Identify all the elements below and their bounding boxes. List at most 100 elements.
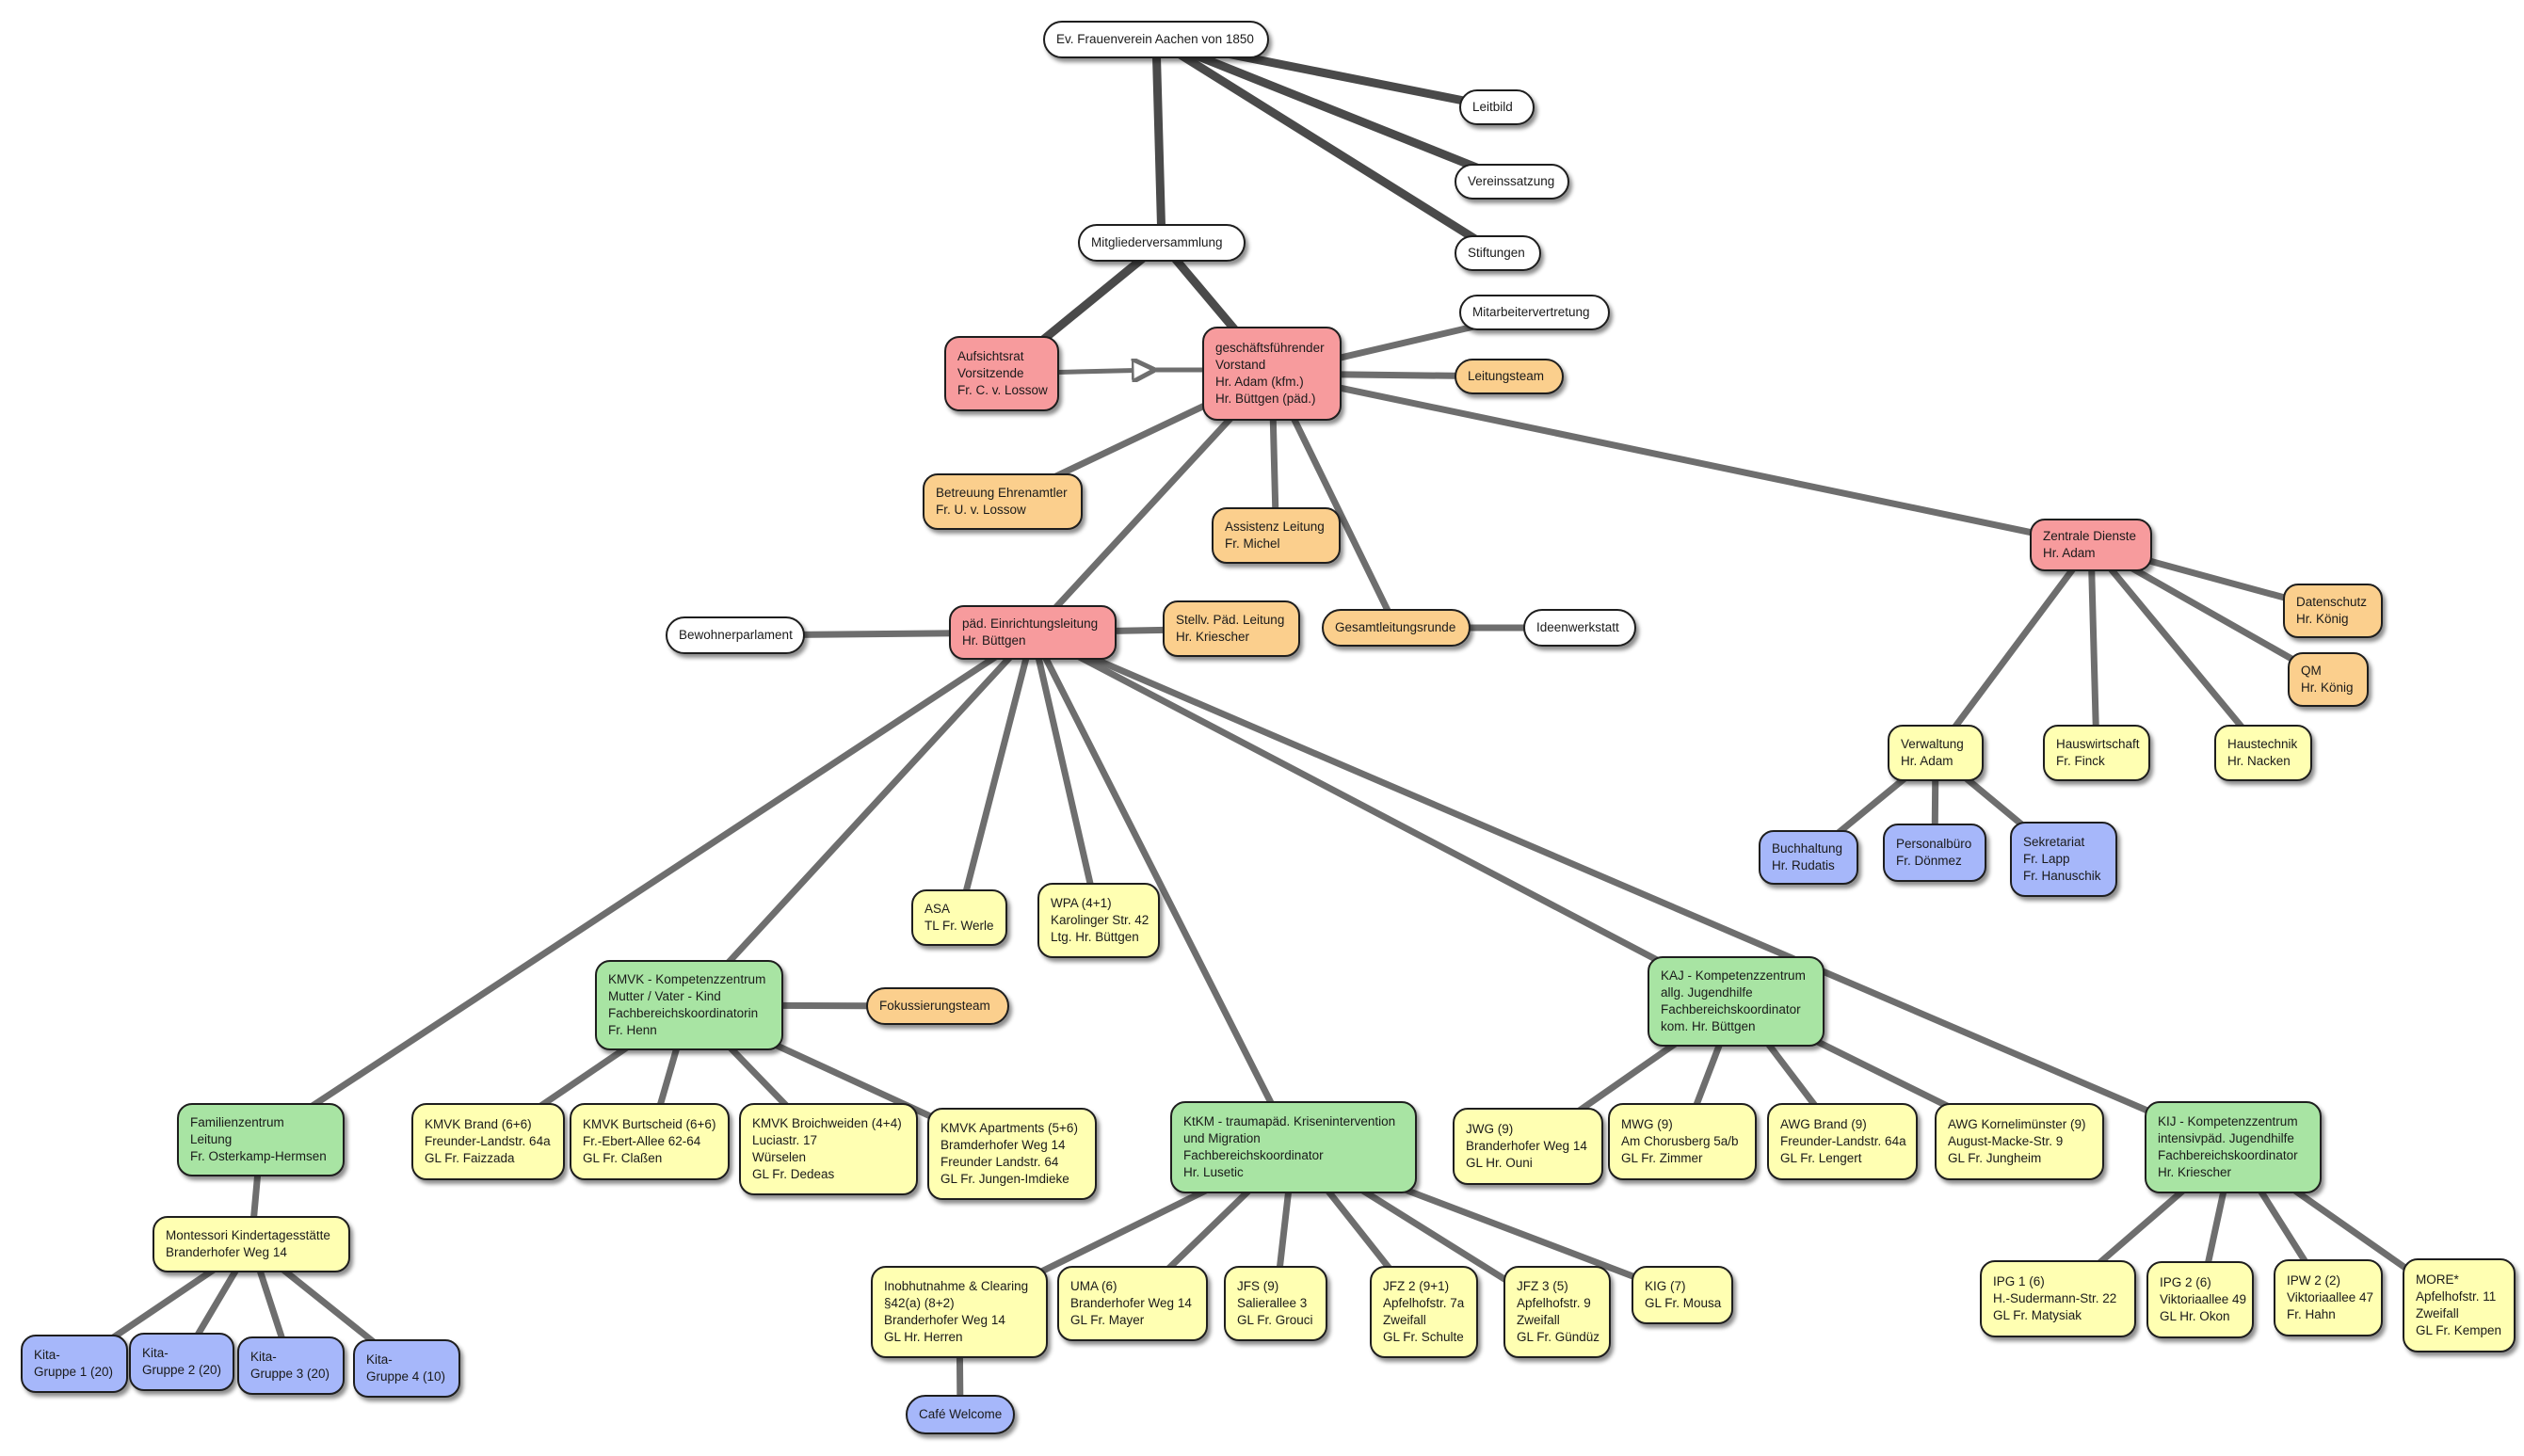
- node-label-line: GL Fr. Dedeas: [752, 1167, 835, 1181]
- node-label-line: Leitung: [190, 1132, 233, 1146]
- node-leitungsteam[interactable]: Leitungsteam: [1455, 359, 1564, 394]
- node-mitarbeitervertretung[interactable]: Mitarbeitervertretung: [1459, 295, 1610, 330]
- node-kmvk_apart[interactable]: KMVK Apartments (5+6)Bramderhofer Weg 14…: [927, 1108, 1097, 1200]
- node-vereinssatzung[interactable]: Vereinssatzung: [1455, 164, 1569, 200]
- node-root[interactable]: Ev. Frauenverein Aachen von 1850: [1043, 21, 1269, 58]
- node-kig[interactable]: KIG (7)GL Fr. Mousa: [1632, 1266, 1733, 1324]
- node-label-line: Betreuung Ehrenamtler: [936, 486, 1068, 500]
- node-label-line: Hr. Kriescher: [1176, 630, 1250, 644]
- node-label-line: KMVK Burtscheid (6+6): [583, 1117, 716, 1131]
- node-label-line: intensivpäd. Jugendhilfe: [2158, 1131, 2294, 1145]
- node-label-line: Zweifall: [2416, 1306, 2459, 1320]
- node-label-line: KMVK Broichweiden (4+4): [752, 1116, 902, 1130]
- node-label-line: Leitungsteam: [1468, 369, 1545, 383]
- node-kita4[interactable]: Kita-Gruppe 4 (10): [353, 1339, 460, 1398]
- node-label-line: Buchhaltung: [1772, 841, 1843, 856]
- node-label-line: AWG Brand (9): [1780, 1117, 1867, 1131]
- node-label-line: GL Fr. Matysiak: [1993, 1308, 2082, 1322]
- node-gesamtleitung[interactable]: Gesamtleitungsrunde: [1322, 609, 1471, 647]
- node-label-line: Hr. Adam: [2043, 546, 2096, 560]
- node-label-line: Hr. Büttgen: [962, 633, 1026, 648]
- node-inobhut[interactable]: Inobhutnahme & Clearing§42(a) (8+2)Brand…: [871, 1266, 1048, 1358]
- node-bewohnerparlament[interactable]: Bewohnerparlament: [666, 616, 805, 654]
- node-label-line: GL Fr. Zimmer: [1621, 1151, 1703, 1165]
- node-label-line: päd. Einrichtungsleitung: [962, 616, 1099, 631]
- node-label-line: Fachbereichskoordinatorin: [608, 1006, 759, 1020]
- node-label-line: Kita-: [366, 1352, 393, 1367]
- node-kmvk_burt[interactable]: KMVK Burtscheid (6+6)Fr.-Ebert-Allee 62-…: [570, 1103, 730, 1180]
- node-label-line: GL Hr. Ouni: [1466, 1156, 1533, 1170]
- node-label-line: Salierallee 3: [1237, 1296, 1308, 1310]
- node-label-line: Kita-: [142, 1346, 169, 1360]
- connector-zentrale-haustechnik: [2087, 541, 2267, 757]
- node-ideenwerkstatt[interactable]: Ideenwerkstatt: [1523, 609, 1636, 647]
- node-mitglieder[interactable]: Mitgliederversammlung: [1078, 224, 1246, 262]
- node-kita2[interactable]: Kita-Gruppe 2 (20): [129, 1333, 234, 1391]
- node-kita1[interactable]: Kita-Gruppe 1 (20): [21, 1335, 128, 1393]
- node-label-line: MWG (9): [1621, 1117, 1673, 1131]
- node-kita3[interactable]: Kita-Gruppe 3 (20): [237, 1336, 345, 1395]
- node-awg_korn[interactable]: AWG Kornelimünster (9)August-Macke-Str. …: [1935, 1103, 2104, 1180]
- node-label-line: Branderhofer Weg 14: [884, 1313, 1005, 1327]
- node-fokus[interactable]: Fokussierungsteam: [866, 987, 1009, 1025]
- connector-zentrale-verwaltung: [1932, 541, 2095, 757]
- node-label-line: §42(a) (8+2): [884, 1296, 955, 1310]
- node-label-line: Branderhofer Weg 14: [1070, 1296, 1192, 1310]
- node-label-line: allg. Jugendhilfe: [1661, 985, 1753, 1000]
- node-leitbild[interactable]: Leitbild: [1459, 89, 1535, 125]
- connector-paed-asa: [956, 629, 1037, 921]
- node-label-line: KMVK Brand (6+6): [425, 1117, 532, 1131]
- node-label-line: MORE*: [2416, 1272, 2459, 1287]
- node-label-line: Luciastr. 17: [752, 1133, 818, 1147]
- node-label-line: Vorsitzende: [957, 366, 1024, 380]
- node-label-line: kom. Hr. Büttgen: [1661, 1019, 1756, 1033]
- node-label-line: GL Fr. Jungen-Imdieke: [940, 1172, 1069, 1186]
- node-label-line: Aufsichtsrat: [957, 349, 1024, 363]
- node-label-line: KMVK - Kompetenzzentrum: [608, 972, 766, 986]
- node-cafe[interactable]: Café Welcome: [906, 1395, 1015, 1434]
- node-label-line: H.-Sudermann-Str. 22: [1993, 1291, 2117, 1305]
- connector-root-vereinssatzung: [1151, 35, 1517, 186]
- node-label-line: TL Fr. Werle: [924, 919, 994, 933]
- node-label-line: Hr. Büttgen (päd.): [1215, 392, 1316, 406]
- node-label-line: Bewohnerparlament: [679, 628, 793, 642]
- node-label-line: GL Fr. Mousa: [1645, 1296, 1722, 1310]
- node-stiftungen[interactable]: Stiftungen: [1455, 235, 1541, 271]
